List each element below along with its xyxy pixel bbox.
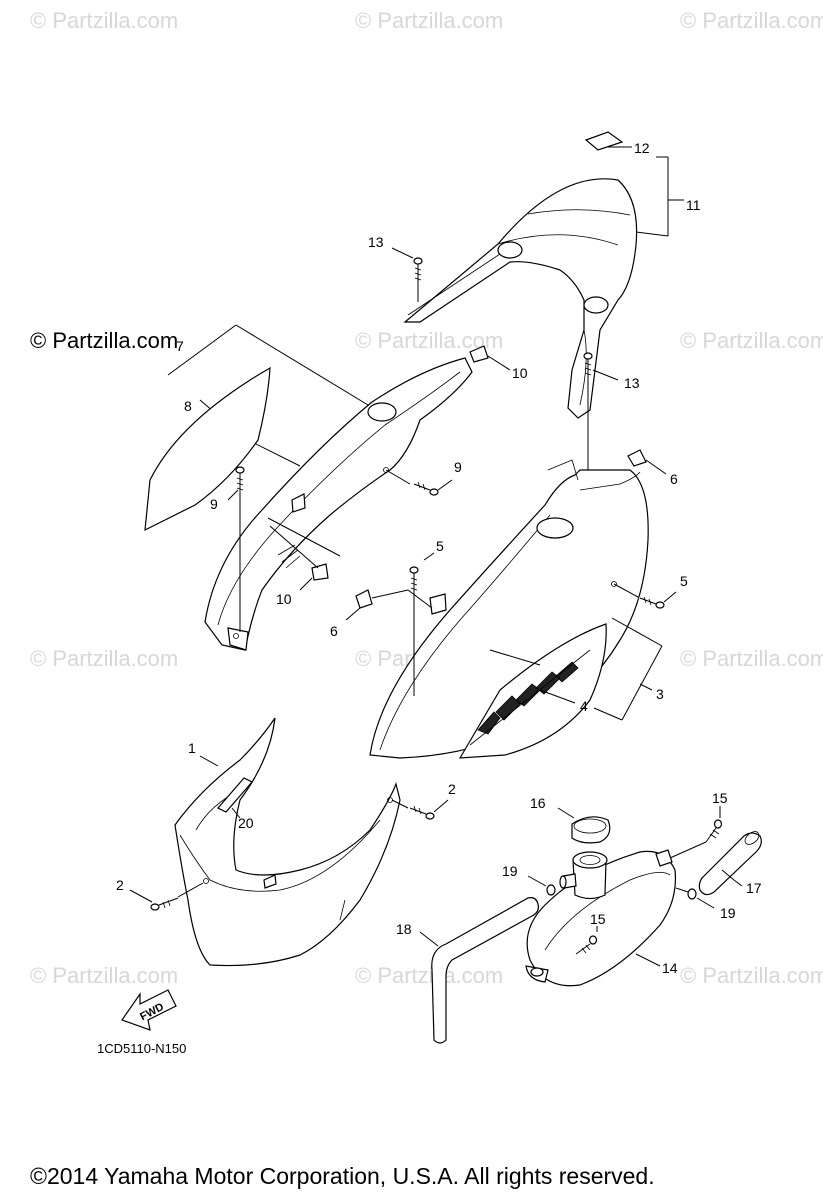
- clip-10-upper: [469, 345, 489, 363]
- callout-13: 13: [368, 234, 384, 250]
- strip-20: [217, 777, 253, 813]
- copyright-notice: ©2014 Yamaha Motor Corporation, U.S.A. A…: [30, 1163, 655, 1189]
- cap-16: [571, 816, 611, 844]
- callout-5: 5: [436, 538, 444, 554]
- zuma-decal-4: [458, 623, 607, 759]
- callout-15: 15: [712, 790, 728, 806]
- callout-16: 16: [530, 795, 546, 811]
- callout-10: 10: [276, 591, 292, 607]
- callout-6: 6: [330, 623, 338, 639]
- watermark: © Partzilla.com: [680, 646, 823, 671]
- callout-7: 7: [176, 338, 184, 354]
- reservoir-tank-14: [525, 849, 677, 987]
- bolt-13-lower: [583, 352, 593, 378]
- bolt-5-left: [409, 566, 419, 594]
- watermark: © Partzilla.com: [30, 963, 179, 988]
- callout-9: 9: [454, 459, 462, 475]
- bolt-5-right: [639, 596, 665, 609]
- filler-neck: [559, 851, 608, 900]
- bolt-2-right: [409, 805, 435, 820]
- watermark: © Partzilla.com: [680, 328, 823, 353]
- callout-11: 11: [686, 197, 701, 213]
- callout-19: 19: [720, 905, 736, 921]
- left-side-cover: [204, 357, 473, 651]
- callout-2: 2: [116, 877, 124, 893]
- callout-1: 1: [188, 740, 196, 756]
- label-plate: [584, 131, 624, 151]
- bolt-2-left: [150, 897, 179, 911]
- watermark: © Partzilla.com: [680, 8, 823, 33]
- diagram-code: 1CD5110-N150: [97, 1041, 187, 1056]
- callout-20: 20: [238, 815, 254, 831]
- hose-18: [431, 897, 539, 1044]
- callout-3: 3: [656, 686, 664, 702]
- callout-15: 15: [590, 911, 606, 927]
- bolt-9-right: [413, 481, 439, 496]
- bolt-9-left: [235, 466, 245, 494]
- bolt-15-upper: [705, 819, 723, 843]
- watermark: © Partzilla.com: [30, 646, 179, 671]
- clamp-19-left: [546, 884, 556, 896]
- callout-12: 12: [634, 140, 650, 156]
- fwd-arrow: FWD: [121, 989, 177, 1031]
- callout-4: 4: [580, 698, 588, 714]
- callout-14: 14: [662, 960, 678, 976]
- clamp-19-right: [687, 888, 697, 900]
- hose-17: [698, 831, 762, 896]
- rear-tail-cover: [403, 178, 638, 419]
- callout-5: 5: [680, 573, 688, 589]
- watermark-strong: © Partzilla.com: [30, 328, 179, 353]
- callout-8: 8: [184, 398, 192, 414]
- callout-10: 10: [512, 365, 528, 381]
- callout-2: 2: [448, 781, 456, 797]
- watermark: © Partzilla.com: [680, 963, 823, 988]
- bolt-13-upper: [413, 257, 423, 282]
- front-lower-cover: [174, 717, 401, 967]
- clip-10-lower: [311, 563, 329, 581]
- bolt-15-lower: [575, 935, 598, 955]
- clip-6-upper: [627, 449, 647, 467]
- decal-8: [144, 366, 271, 532]
- callout-13: 13: [624, 375, 640, 391]
- watermark: © Partzilla.com: [30, 8, 179, 33]
- callout-19: 19: [502, 863, 518, 879]
- callout-9: 9: [210, 496, 218, 512]
- callout-17: 17: [746, 880, 762, 896]
- callout-18: 18: [396, 921, 412, 937]
- watermark: © Partzilla.com: [355, 8, 504, 33]
- watermark: © Partzilla.com: [355, 963, 504, 988]
- clip-6-lower: [355, 589, 373, 609]
- callout-6: 6: [670, 471, 678, 487]
